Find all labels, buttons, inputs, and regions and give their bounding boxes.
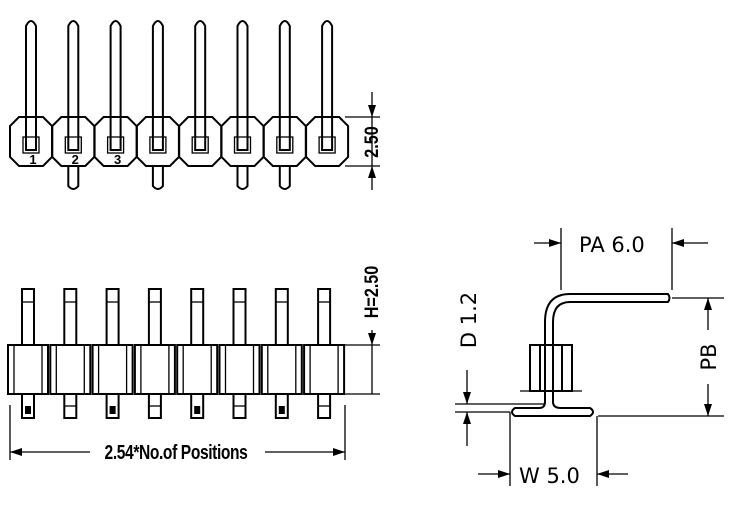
top-pin-body bbox=[25, 20, 37, 151]
front-height-label: H=2.50 bbox=[361, 266, 383, 319]
front-pin-mark bbox=[109, 406, 116, 414]
top-pitch-dimension: 2.50 bbox=[345, 92, 382, 190]
top-pin-number: 3 bbox=[114, 152, 121, 167]
top-pin-housing bbox=[220, 116, 265, 167]
front-pin-upper bbox=[232, 288, 247, 346]
front-pin-3 bbox=[91, 288, 134, 419]
front-view bbox=[7, 288, 346, 419]
top-pin-body bbox=[321, 20, 334, 151]
top-pin-hole bbox=[106, 136, 125, 154]
top-pin-body bbox=[151, 20, 164, 151]
top-pin-hole bbox=[22, 136, 40, 154]
top-pin-hole bbox=[149, 136, 167, 154]
front-pin-6 bbox=[218, 288, 261, 419]
top-pin-8 bbox=[305, 20, 350, 167]
side-d-dimension: D 1.2 bbox=[455, 292, 545, 446]
front-height-dimension: H=2.50 bbox=[345, 266, 383, 395]
top-pin-housing bbox=[135, 116, 180, 167]
top-pin-tail bbox=[278, 166, 291, 190]
side-w-label: W 5.0 bbox=[519, 464, 580, 488]
side-w-dimension: W 5.0 bbox=[478, 412, 628, 488]
top-pin-housing bbox=[9, 116, 53, 167]
top-pin-hole bbox=[276, 136, 294, 154]
side-view bbox=[511, 293, 671, 417]
top-pin-body bbox=[236, 20, 249, 151]
front-pin-2 bbox=[49, 288, 92, 419]
top-pin-body bbox=[67, 20, 80, 151]
top-pin-7 bbox=[262, 20, 307, 190]
top-pin-housing bbox=[262, 116, 307, 167]
top-pin-hole bbox=[191, 136, 209, 154]
top-pin-hole bbox=[233, 136, 252, 154]
side-pb-dimension: PB bbox=[598, 297, 724, 417]
front-pin-mark bbox=[278, 406, 285, 414]
top-pin-5 bbox=[178, 20, 223, 167]
front-length-dimension: 2.54*No.of Positions bbox=[9, 405, 346, 463]
front-pin-8 bbox=[303, 288, 346, 419]
side-pa-label: PA 6.0 bbox=[579, 233, 645, 257]
front-pin-mark bbox=[25, 406, 31, 414]
top-pin-body bbox=[278, 20, 291, 151]
front-pin-upper bbox=[21, 288, 35, 346]
top-pin-housing bbox=[178, 116, 223, 167]
front-pin-7 bbox=[260, 288, 303, 419]
top-pin-tail bbox=[67, 166, 80, 190]
top-pin-body bbox=[109, 20, 122, 151]
top-pitch-label: 2.50 bbox=[361, 126, 383, 158]
top-pin-6 bbox=[220, 20, 265, 190]
front-length-label: 2.54*No.of Positions bbox=[105, 441, 248, 463]
top-pin-number: 2 bbox=[72, 152, 79, 167]
top-pin-1 bbox=[9, 20, 53, 167]
top-pin-tail bbox=[151, 166, 164, 190]
top-pin-hole bbox=[318, 136, 336, 154]
front-pin-5 bbox=[176, 288, 219, 419]
front-pin-upper bbox=[317, 288, 332, 346]
front-pin-4 bbox=[133, 288, 176, 419]
front-pin-mark bbox=[194, 406, 201, 414]
front-pin-upper bbox=[190, 288, 205, 346]
top-pin-body bbox=[194, 20, 207, 151]
top-view: 1 2 3 bbox=[9, 20, 350, 190]
front-pin-upper bbox=[274, 288, 289, 346]
top-pin-2 bbox=[51, 20, 96, 190]
front-pin-lower bbox=[274, 393, 289, 419]
front-pin-upper bbox=[147, 288, 162, 346]
side-pb-label: PB bbox=[697, 343, 721, 370]
front-pin-lower bbox=[21, 393, 35, 419]
top-pin-housing bbox=[51, 116, 96, 167]
top-pin-housing bbox=[305, 116, 350, 167]
front-pin-upper bbox=[63, 288, 78, 346]
top-pin-4 bbox=[135, 20, 180, 190]
top-pin-tail bbox=[236, 166, 249, 190]
front-pin-lower bbox=[190, 393, 205, 419]
front-pin-upper bbox=[105, 288, 120, 346]
top-pin-hole bbox=[64, 136, 82, 154]
front-pin-lower bbox=[105, 393, 120, 419]
front-pin-1 bbox=[7, 288, 49, 419]
side-pa-dimension: PA 6.0 bbox=[534, 228, 708, 290]
side-d-label: D 1.2 bbox=[457, 292, 481, 348]
top-pin-3 bbox=[93, 20, 138, 167]
top-pin-number: 1 bbox=[29, 152, 36, 167]
top-pin-housing bbox=[93, 116, 138, 167]
